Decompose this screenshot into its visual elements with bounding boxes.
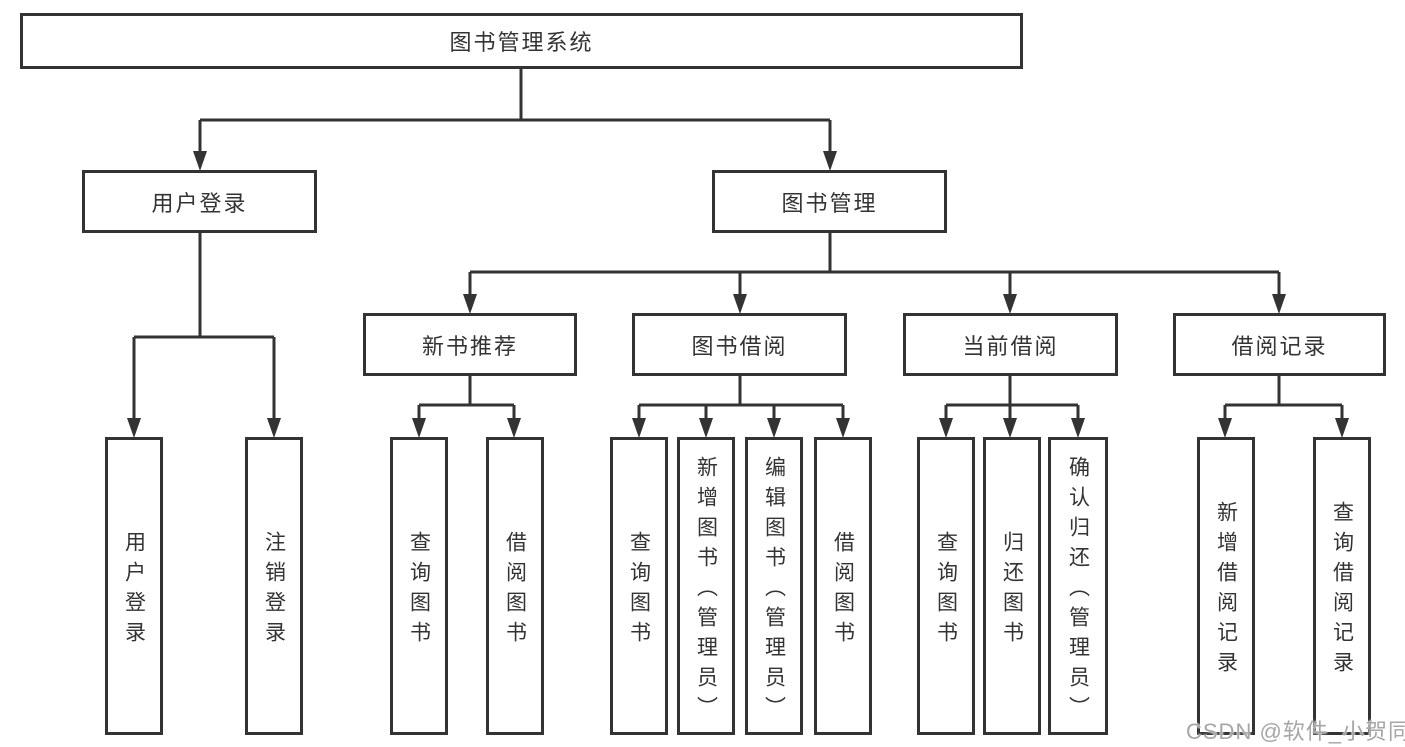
leaf-query-books-borrow: 查询图书 (610, 437, 668, 735)
arrowhead-icon (939, 418, 953, 438)
leaf-edit-book-admin-label: 编辑图书（管理员） (762, 455, 786, 726)
node-root: 图书管理系统 (20, 13, 1023, 69)
leaf-query-borrow-record: 查询借阅记录 (1313, 437, 1371, 735)
arrowhead-icon (836, 418, 850, 438)
arrowhead-icon (193, 151, 207, 171)
leaf-user-login: 用户登录 (105, 437, 163, 735)
leaf-borrow-books-label: 借阅图书 (831, 530, 855, 651)
node-book-management-label: 图书管理 (781, 190, 878, 216)
node-user-login-label: 用户登录 (151, 190, 248, 216)
arrowhead-icon (267, 418, 281, 438)
node-root-label: 图书管理系统 (449, 30, 594, 55)
arrowhead-icon (1003, 418, 1017, 438)
arrowhead-icon (1003, 294, 1017, 314)
arrowhead-icon (1335, 418, 1349, 438)
arrowhead-icon (1071, 418, 1085, 438)
leaf-query-books-current-label: 查询图书 (934, 530, 958, 651)
arrowhead-icon (463, 294, 477, 314)
arrowhead-icon (127, 418, 141, 438)
leaf-edit-book-admin: 编辑图书（管理员） (745, 437, 803, 735)
arrowhead-icon (1218, 418, 1232, 438)
connector-book-borrow-to-leaves (632, 376, 850, 438)
leaf-confirm-return-admin-label: 确认归还（管理员） (1066, 455, 1090, 726)
leaf-add-borrow-record-label: 新增借阅记录 (1214, 500, 1238, 681)
leaf-query-books-recommend: 查询图书 (390, 437, 448, 735)
leaf-add-book-admin-label: 新增图书（管理员） (694, 455, 718, 726)
node-borrow-records: 借阅记录 (1173, 313, 1386, 376)
node-book-borrow: 图书借阅 (632, 313, 847, 376)
leaf-borrow-books-recommend: 借阅图书 (486, 437, 544, 735)
leaf-return-book: 归还图书 (983, 437, 1041, 735)
connector-user-login-to-leaves (127, 233, 281, 438)
leaf-add-book-admin: 新增图书（管理员） (677, 437, 735, 735)
arrowhead-icon (632, 418, 646, 438)
arrowhead-icon (823, 151, 837, 171)
connector-current-borrow-to-leaves (939, 376, 1085, 438)
csdn-watermark: CSDN @软件_小贺同学 (1186, 719, 1405, 744)
connector-borrow-records-to-leaves (1218, 376, 1349, 438)
arrowhead-icon (699, 418, 713, 438)
node-current-borrow-label: 当前借阅 (962, 333, 1059, 359)
arrowhead-icon (733, 294, 747, 314)
node-book-management: 图书管理 (712, 170, 947, 233)
node-new-book-recommend: 新书推荐 (363, 313, 577, 376)
arrowhead-icon (767, 418, 781, 438)
leaf-query-books-recommend-label: 查询图书 (407, 530, 431, 651)
leaf-borrow-books: 借阅图书 (814, 437, 872, 735)
leaf-borrow-books-recommend-label: 借阅图书 (503, 530, 527, 651)
node-borrow-records-label: 借阅记录 (1231, 333, 1328, 359)
connector-new-book-to-leaves (412, 376, 521, 438)
connector-root-to-level2 (193, 69, 837, 171)
arrowhead-icon (412, 418, 426, 438)
leaf-query-books-borrow-label: 查询图书 (627, 530, 651, 651)
leaf-query-books-current: 查询图书 (917, 437, 975, 735)
arrowhead-icon (1272, 294, 1286, 314)
leaf-return-book-label: 归还图书 (1000, 530, 1024, 651)
node-current-borrow: 当前借阅 (903, 313, 1118, 376)
node-book-borrow-label: 图书借阅 (691, 333, 788, 359)
leaf-confirm-return-admin: 确认归还（管理员） (1048, 437, 1108, 735)
leaf-logout: 注销登录 (245, 437, 303, 735)
leaf-logout-label: 注销登录 (262, 530, 286, 651)
leaf-add-borrow-record: 新增借阅记录 (1197, 437, 1255, 735)
leaf-query-borrow-record-label: 查询借阅记录 (1330, 500, 1354, 681)
node-new-book-recommend-label: 新书推荐 (421, 333, 518, 359)
connector-book-mgmt-to-level3 (463, 233, 1286, 314)
arrowhead-icon (507, 418, 521, 438)
leaf-user-login-label: 用户登录 (122, 530, 146, 651)
node-user-login: 用户登录 (82, 170, 317, 233)
